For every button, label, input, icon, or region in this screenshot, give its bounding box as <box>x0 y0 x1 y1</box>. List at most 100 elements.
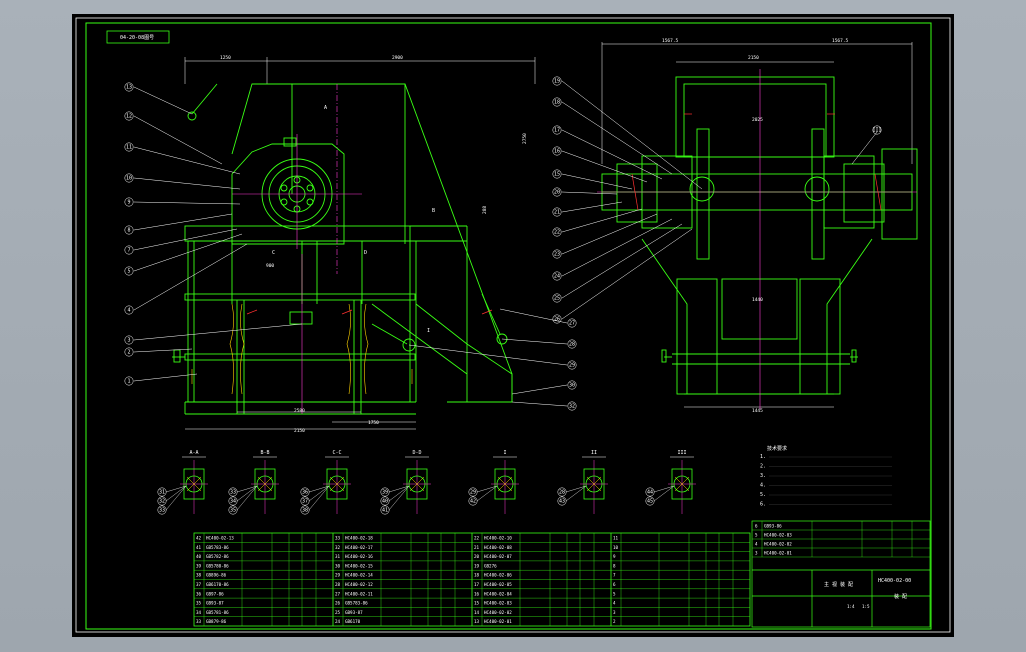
bom-cell: HC400-02-07 <box>484 554 512 559</box>
balloon-front-9: 9 <box>124 197 134 207</box>
note-line: 1. <box>760 454 766 460</box>
side-dim-1: 1567.5 <box>662 38 679 44</box>
bom-cell: 17 <box>474 582 480 587</box>
title-block <box>751 520 931 628</box>
notes-title: 技术要求 <box>767 445 787 452</box>
bom-cell: GB896-86 <box>206 573 227 578</box>
front-view-centerlines <box>232 84 362 414</box>
balloon-front-r-27: 27 <box>567 318 577 328</box>
section-marker-i: I <box>427 328 430 334</box>
bom-cell: 9 <box>613 554 616 559</box>
balloon-section-35-label: 35 <box>230 508 236 514</box>
balloon-side-16: 16 <box>552 146 562 156</box>
balloon-side-21-label: 21 <box>554 210 560 216</box>
balloon-front-7-label: 7 <box>127 248 130 254</box>
bom-cell: 39 <box>196 563 202 568</box>
front-dim-5: 2150 <box>294 428 305 434</box>
balloon-front-13: 13 <box>124 82 134 92</box>
balloon-section-39-label: 39 <box>382 490 388 496</box>
bom-cell: 4 <box>613 601 616 606</box>
inner-border <box>85 22 932 630</box>
side-view-leaders <box>561 80 878 320</box>
bom-cell: HC400-02-12 <box>345 582 373 587</box>
front-view-hatch <box>191 303 413 395</box>
technical-notes: 1.2.3.4.5.6. <box>760 454 892 508</box>
balloon-side-18-label: 18 <box>554 100 560 106</box>
balloon-section-42: 42 <box>468 496 478 506</box>
bom-cell: 3 <box>613 610 616 615</box>
balloon-front-1: 1 <box>124 376 134 386</box>
bom-cell: 25 <box>335 610 341 615</box>
bom-cell: 2 <box>613 619 616 624</box>
side-dim-2: 1567.5 <box>832 38 849 44</box>
bom-cell: 37 <box>196 582 202 587</box>
bom-cell: GB93-87 <box>206 601 224 606</box>
section-marker-b: B <box>432 208 435 214</box>
balloon-section-28: 28 <box>557 487 567 497</box>
balloon-front-3-label: 3 <box>127 338 130 344</box>
side-view-centerlines <box>597 69 917 409</box>
bom-cell: HC400-02-10 <box>484 536 512 541</box>
bom-cell: 10 <box>613 545 619 550</box>
balloon-section-28-label: 28 <box>559 490 565 496</box>
assembly-drawing: 04-20-08图号 <box>75 17 951 633</box>
section-view-title: I <box>503 450 506 456</box>
bom-cell: HC400-02-03 <box>484 601 512 606</box>
balloon-side-18: 18 <box>552 97 562 107</box>
scale-cell-1: 1:4 <box>847 604 855 609</box>
bom-cell: GB276 <box>484 563 497 568</box>
scale-cell-2: 1:5 <box>862 604 870 609</box>
bom-cell: 16 <box>474 591 480 596</box>
title-block-cell: HC400-02-01 <box>764 551 792 556</box>
balloon-side-25: 25 <box>552 293 562 303</box>
section-marker-d: D <box>364 250 367 256</box>
bom-cell: GB5780-86 <box>206 563 229 568</box>
bom-cell: HC400-02-02 <box>484 610 512 615</box>
bom-cell: 31 <box>335 554 341 559</box>
front-view-red-marks <box>246 309 493 315</box>
front-view-leaders-right <box>408 308 568 407</box>
balloon-section-32: 32 <box>157 496 167 506</box>
balloon-front-7: 7 <box>124 245 134 255</box>
section-view-title: B-B <box>260 450 269 456</box>
balloon-section-33-label: 33 <box>159 508 165 514</box>
balloon-section-37-label: 37 <box>302 499 308 505</box>
balloon-section-33: 33 <box>157 505 167 515</box>
bom-cell: 32 <box>335 545 341 550</box>
bom-cell: GB5783-86 <box>345 601 368 606</box>
balloon-side-15-label: 15 <box>554 172 560 178</box>
side-view-red-marks <box>631 113 882 211</box>
note-line: 6. <box>760 502 766 508</box>
balloon-front-8-label: 8 <box>127 228 130 234</box>
balloon-front-2: 2 <box>124 347 134 357</box>
balloon-side-25-label: 25 <box>554 296 560 302</box>
title-block-cell: GB93-86 <box>764 524 782 529</box>
bom-cell: 28 <box>335 582 341 587</box>
bom-cell: 30 <box>335 563 341 568</box>
bom-cell: 40 <box>196 554 202 559</box>
front-dim-2: 2900 <box>392 55 403 61</box>
bom-cell: HC400-02-06 <box>484 573 512 578</box>
balloon-section-37: 37 <box>300 496 310 506</box>
side-dim-4: 2025 <box>752 117 763 123</box>
front-dim-8: 900 <box>266 263 274 269</box>
balloon-section-44-label: 44 <box>647 490 653 496</box>
bom-cell: 36 <box>196 591 202 596</box>
bom-cell: 13 <box>474 619 480 624</box>
balloon-section-39: 39 <box>380 487 390 497</box>
balloon-side-17-label: 17 <box>554 128 560 134</box>
balloon-front-4: 4 <box>124 305 134 315</box>
title-block-cell: HC400-02-03 <box>764 533 792 538</box>
side-view <box>601 42 918 408</box>
balloon-section-33-label: 33 <box>230 490 236 496</box>
title-block-cell: HC400-02-02 <box>764 542 792 547</box>
balloon-section-31: 31 <box>157 487 167 497</box>
bom-cell: 18 <box>474 573 480 578</box>
drawing-sheet[interactable]: 04-20-08图号 <box>72 14 954 637</box>
side-view-balloons-right: III <box>872 125 882 135</box>
balloon-side-20: 20 <box>552 187 562 197</box>
bom-cell: HC400-02-16 <box>345 554 373 559</box>
